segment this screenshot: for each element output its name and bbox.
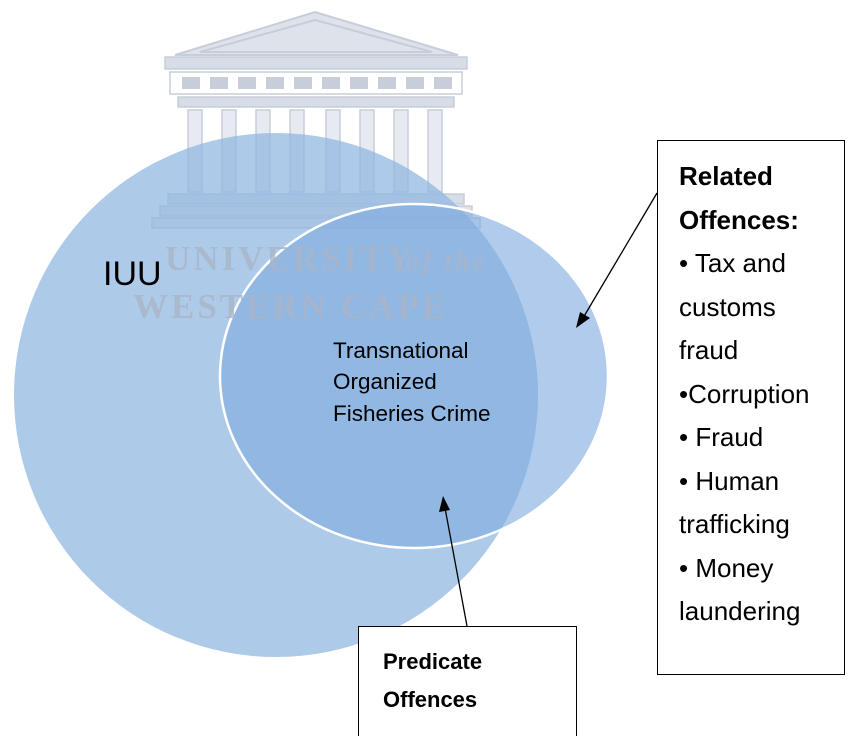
predicate-offences-box: Predicate Offences xyxy=(358,626,577,736)
related-offence-item: laundering xyxy=(679,596,801,626)
watermark-line1: UNIVERSITY xyxy=(165,239,415,278)
related-offences-arrow xyxy=(576,192,658,328)
watermark-line2: WESTERN CAPE xyxy=(133,287,448,326)
inner-ellipse-transnational xyxy=(218,202,610,550)
related-offence-item: • Fraud xyxy=(679,422,764,452)
related-offences-title-line2: Offences: xyxy=(679,204,799,235)
predicate-offences-title-line1: Predicate xyxy=(383,649,483,674)
related-offences-title-line1: Related xyxy=(679,161,773,191)
outer-circle-label: IUU xyxy=(103,255,162,293)
related-offence-item: customs xyxy=(679,291,776,322)
related-offences-box: Related Offences: • Tax and customs frau… xyxy=(657,140,845,675)
related-offence-item: • Human xyxy=(679,465,780,496)
inner-label-line3: Fisheries Crime xyxy=(333,401,491,426)
watermark-line1-suffix: of the xyxy=(406,246,488,276)
related-offence-item: trafficking xyxy=(679,509,790,539)
related-offence-item: • Money xyxy=(679,552,774,583)
related-offence-item: •Corruption xyxy=(679,378,810,409)
related-offence-item: • Tax and xyxy=(679,248,786,278)
predicate-offences-arrow xyxy=(439,496,468,627)
related-offence-item: fraud xyxy=(679,335,739,365)
inner-label-line2: Organized xyxy=(333,369,437,394)
inner-label-line1: Transnational xyxy=(333,338,469,363)
predicate-offences-title-line2: Offences xyxy=(383,687,478,712)
